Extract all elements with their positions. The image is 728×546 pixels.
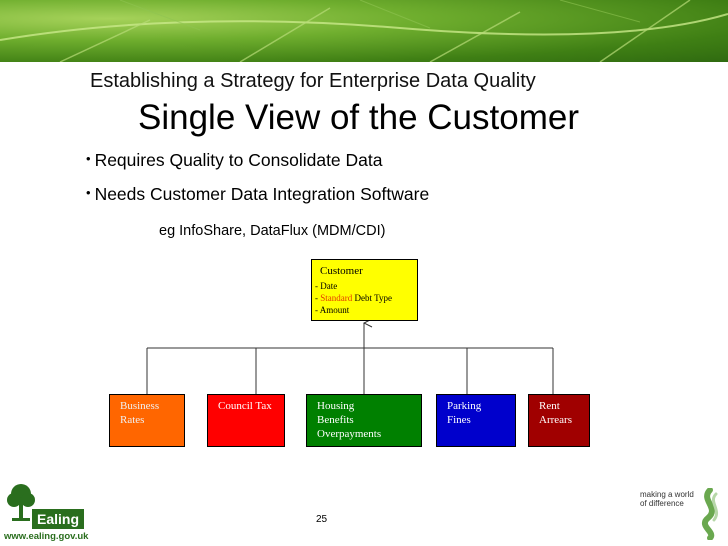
- swirl-icon: [701, 488, 719, 540]
- page-number: 25: [316, 514, 328, 525]
- customer-field-amount: - Amount: [315, 305, 350, 315]
- ealing-logo: Ealing www.ealing.gov.uk: [2, 482, 92, 544]
- slogan-text: making a world of difference: [640, 490, 694, 508]
- source-box-parking-fines: Parking Fines: [436, 394, 516, 447]
- source-box-business-rates: Business Rates: [109, 394, 185, 447]
- customer-field-debt-type: - Standard Debt Type: [315, 293, 392, 303]
- ealing-name: Ealing: [32, 509, 85, 529]
- bullet-item: •Requires Quality to Consolidate Data: [86, 150, 383, 170]
- source-box-rent-arrears: Rent Arrears: [528, 394, 590, 447]
- customer-title: Customer: [320, 265, 363, 277]
- page-title: Single View of the Customer: [138, 98, 579, 137]
- subtitle: Establishing a Strategy for Enterprise D…: [90, 70, 536, 92]
- bullet-dot-icon: •: [86, 151, 91, 166]
- slogan-logo: making a world of difference: [628, 482, 728, 542]
- example-line: eg InfoShare, DataFlux (MDM/CDI): [159, 223, 386, 239]
- customer-box: Customer - Date - Standard Debt Type - A…: [311, 259, 418, 321]
- bullet-dot-icon: •: [86, 185, 91, 200]
- leaf-banner: [0, 0, 728, 62]
- source-box-council-tax: Council Tax: [207, 394, 285, 447]
- ealing-url: www.ealing.gov.uk: [4, 531, 89, 542]
- customer-field-date: - Date: [315, 281, 338, 291]
- tree-icon: [7, 484, 35, 521]
- bullet-item: •Needs Customer Data Integration Softwar…: [86, 184, 430, 204]
- source-box-housing-benefits: Housing Benefits Overpayments: [306, 394, 422, 447]
